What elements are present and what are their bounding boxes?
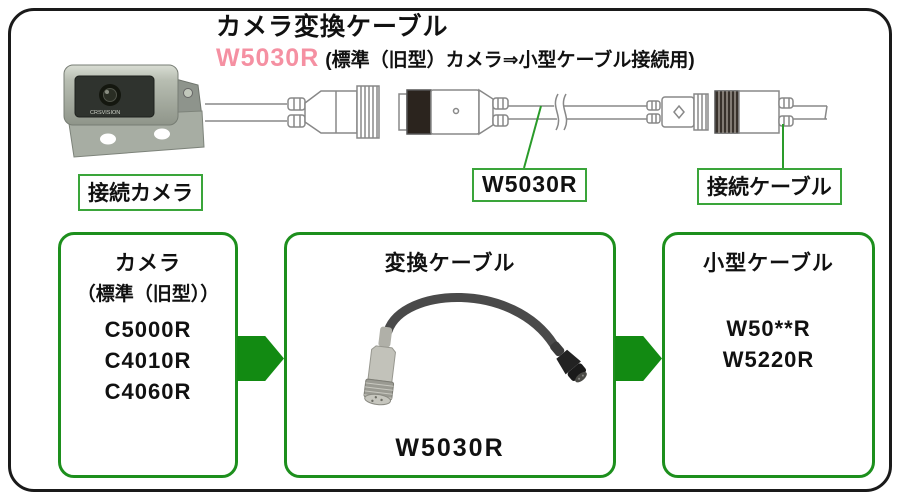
small-cable-box-title: 小型ケーブル [703, 252, 834, 275]
camera-box-subtitle: （標準（旧型）） [76, 284, 220, 305]
camera-model-item: C4060R [104, 379, 192, 404]
small-cable-model-list: W50**R W5220R [723, 313, 815, 375]
cable-line-art [205, 85, 828, 169]
camera-photo: CRSVISION [63, 64, 205, 158]
camera-brand-text: CRSVISION [90, 110, 120, 116]
conversion-box-model: W5030R [395, 434, 505, 462]
photo-left-connector-icon [363, 326, 396, 406]
connector-c-icon [646, 90, 828, 134]
camera-lead-cable [205, 103, 287, 122]
conversion-box-title: 変換ケーブル [384, 252, 516, 275]
model-note: (標準（旧型）カメラ⇒小型ケーブル接続用) [325, 50, 695, 71]
leader-line-cable-model [523, 105, 542, 169]
model-highlight: W5030R [216, 44, 320, 72]
flow-box-conversion-cable: 変換ケーブル W5030R [284, 232, 616, 478]
photo-right-connector-icon [549, 341, 587, 383]
flow-arrow-2 [615, 336, 662, 381]
flow-box-camera: カメラ （標準（旧型）） C5000R C4010R C4060R [58, 232, 238, 478]
flow-arrow-1 [237, 336, 284, 381]
flow-box-small-cable: 小型ケーブル W50**R W5220R [662, 232, 875, 478]
connector-b-icon [398, 88, 509, 136]
page-title: カメラ変換ケーブル [216, 13, 449, 41]
label-cable-model: W5030R [472, 168, 588, 202]
camera-box-title: カメラ [115, 252, 181, 275]
photo-cable-curve [383, 293, 558, 350]
camera-model-item: C5000R [104, 317, 192, 342]
small-cable-model-item: W5220R [722, 347, 815, 372]
label-connected-camera: 接続カメラ [78, 174, 203, 211]
page-subtitle: W5030R (標準（旧型）カメラ⇒小型ケーブル接続用) [216, 44, 695, 73]
camera-model-item: C4010R [104, 348, 192, 373]
small-cable-model-item: W50**R [726, 316, 811, 341]
camera-body-icon: CRSVISION [63, 64, 179, 126]
conversion-cable-photo [363, 293, 587, 406]
long-cable-icon [508, 91, 647, 133]
header: カメラ変換ケーブル W5030R (標準（旧型）カメラ⇒小型ケーブル接続用) [216, 12, 695, 73]
label-connection-cable: 接続ケーブル [697, 168, 842, 205]
camera-model-list: C5000R C4010R C4060R [105, 314, 192, 407]
connector-a-icon [287, 85, 380, 139]
